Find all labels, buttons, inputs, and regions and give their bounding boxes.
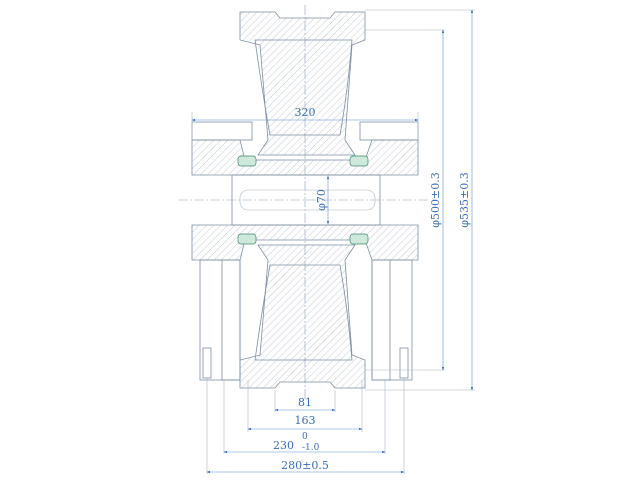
dim-hub-width: 230 (273, 439, 294, 452)
dim-base-width: 280±0.5 (281, 459, 329, 472)
dim-tread-width: 81 (298, 396, 312, 409)
bearing-seals (237, 155, 369, 245)
extension-lines (191, 9, 475, 474)
dim-shaft-diameter: φ70 (315, 189, 328, 211)
dim-320: 320 (295, 106, 316, 119)
dim-hub-lower-tolerance: -1.0 (302, 443, 320, 453)
dim-rim-width: 163 (295, 414, 316, 427)
shaft (231, 174, 381, 226)
wheel-lower-section (239, 244, 366, 389)
dim-inner-diameter: φ500±0.3 (429, 172, 442, 227)
dim-hub-upper-tolerance: 0 (302, 432, 308, 442)
dim-outer-diameter: φ535±0.3 (458, 172, 471, 227)
wheel-upper-section (239, 11, 366, 156)
